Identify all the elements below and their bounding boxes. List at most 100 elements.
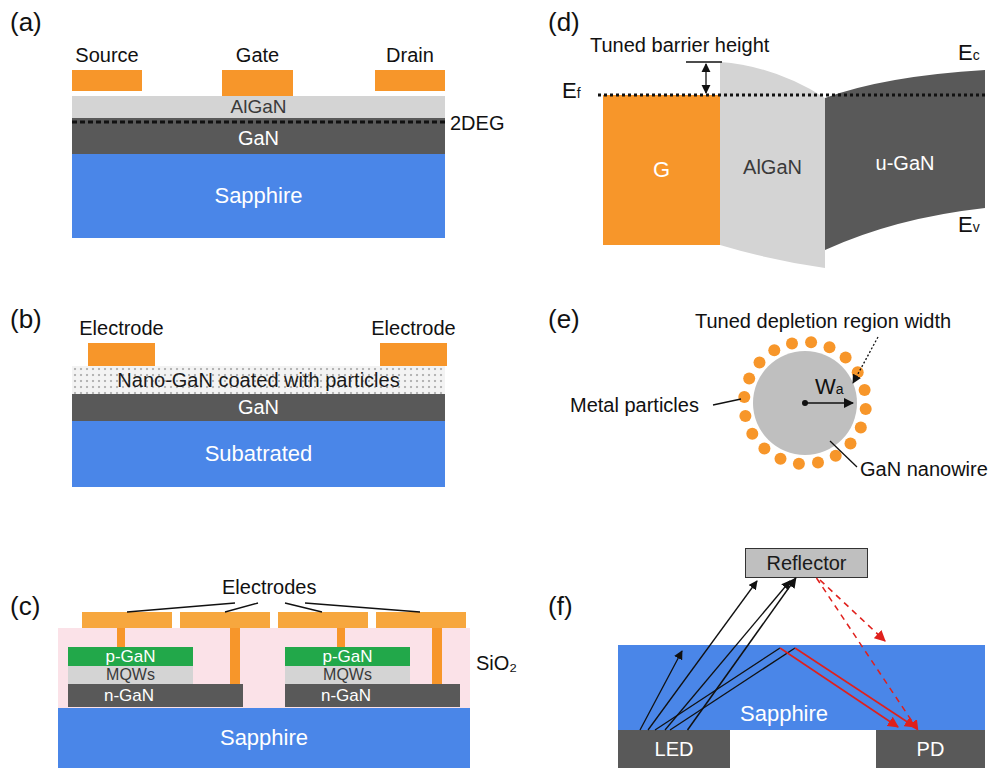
algan-band-shape bbox=[720, 62, 825, 268]
gan-nanowire bbox=[805, 402, 853, 404]
panel-label: (d) bbox=[548, 8, 580, 38]
leader-line bbox=[225, 603, 258, 612]
mqw-layer-text: MQWs bbox=[106, 666, 155, 684]
metal-particle bbox=[852, 366, 864, 378]
conduction-band-label: Ec bbox=[958, 40, 980, 65]
metal-particle bbox=[768, 344, 780, 356]
metal-particle bbox=[830, 450, 842, 462]
gan-nanowire bbox=[753, 351, 857, 455]
fermi-level bbox=[598, 94, 985, 97]
led-chip: LED bbox=[618, 730, 730, 768]
metal-particle bbox=[812, 457, 824, 469]
light-ray-connector bbox=[688, 578, 796, 730]
n-gan-layer: n-GaN bbox=[68, 684, 243, 707]
2deg-label: 2DEG bbox=[450, 112, 504, 135]
p-gan-layer: p-GaN bbox=[285, 647, 410, 666]
gate-metal-text: G bbox=[653, 157, 670, 182]
reflector-box: Reflector bbox=[745, 548, 868, 578]
metal-particle bbox=[793, 458, 805, 470]
photodetector-text: PD bbox=[917, 738, 945, 761]
via-contact bbox=[337, 628, 345, 647]
n-gan-layer-text: n-GaN bbox=[321, 686, 371, 706]
top-electrode bbox=[82, 612, 466, 628]
leader-line bbox=[127, 603, 235, 612]
metal-particle bbox=[855, 422, 867, 434]
electrodes-label: Electrodes bbox=[222, 576, 317, 599]
barrier-arrow bbox=[686, 61, 722, 62]
sio2-region bbox=[58, 628, 470, 708]
metal-particle bbox=[738, 391, 750, 403]
metal-particle bbox=[840, 352, 852, 364]
source-electrode-text: Source bbox=[75, 44, 138, 67]
fermi-level bbox=[598, 95, 985, 96]
algan-layer: AlGaN bbox=[72, 96, 445, 118]
light-ray bbox=[640, 651, 682, 730]
leader-line bbox=[830, 441, 857, 467]
2deg-line bbox=[72, 122, 446, 123]
top-electrode bbox=[82, 612, 172, 628]
panel-label: (f) bbox=[548, 592, 573, 622]
particles-label: Metal particles bbox=[570, 394, 699, 417]
photodetector: PD bbox=[876, 730, 985, 768]
leader-line bbox=[713, 337, 878, 467]
metal-particle bbox=[739, 410, 751, 422]
leader-line bbox=[713, 399, 741, 405]
panel-label: (b) bbox=[10, 305, 42, 335]
gan-layer: GaN bbox=[72, 118, 445, 154]
valence-band-label: Ev bbox=[958, 212, 980, 237]
metal-particle bbox=[805, 336, 817, 348]
electrode-text: Electrode bbox=[371, 317, 456, 340]
via-contact bbox=[432, 628, 442, 684]
algan-layer-text: AlGaN bbox=[231, 96, 287, 118]
top-electrode bbox=[376, 612, 466, 628]
mqw-layer: MQWs bbox=[285, 666, 410, 684]
reflected-ray bbox=[795, 648, 915, 727]
width-label: Wa bbox=[815, 374, 844, 399]
n-gan-layer-text: n-GaN bbox=[104, 686, 154, 706]
nano-gan-layer: Nano-GaN coated with particles bbox=[72, 366, 445, 394]
mqw-layer: MQWs bbox=[68, 666, 193, 684]
barrier-label: Tuned barrier height bbox=[590, 34, 769, 57]
panel-label: (c) bbox=[10, 592, 40, 622]
sio2-label: SiO₂ bbox=[476, 652, 517, 675]
substrate-text: Subatrated bbox=[205, 441, 313, 466]
electrode: Electrode bbox=[380, 343, 447, 366]
top-electrode bbox=[278, 612, 368, 628]
leader-line bbox=[853, 337, 878, 383]
metal-particle bbox=[845, 438, 857, 450]
substrate: Subatrated bbox=[72, 421, 445, 487]
algan-band-text: AlGaN bbox=[743, 156, 802, 179]
reflected-ray bbox=[820, 580, 885, 641]
sapphire-substrate-text: Sapphire bbox=[740, 701, 828, 726]
metal-particle bbox=[746, 428, 758, 440]
source-electrode: Source bbox=[72, 70, 142, 91]
gate-electrode-text: Gate bbox=[236, 44, 279, 67]
reflected-ray-connector bbox=[817, 578, 918, 730]
metal-particle bbox=[859, 384, 871, 396]
2deg-line bbox=[72, 121, 446, 124]
gate-electrode: Gate bbox=[222, 70, 293, 96]
via-contact bbox=[117, 628, 125, 647]
p-gan-layer-text: p-GaN bbox=[322, 647, 372, 667]
nano-gan-layer-text: Nano-GaN coated with particles bbox=[117, 369, 399, 392]
top-electrode bbox=[180, 612, 270, 628]
light-ray bbox=[648, 581, 757, 730]
gan-layer: GaN bbox=[72, 394, 445, 421]
reflector-box-text: Reflector bbox=[766, 552, 846, 575]
nanowire-label: GaN nanowire bbox=[860, 458, 988, 481]
light-ray bbox=[665, 581, 790, 730]
fermi-label: Ef bbox=[562, 78, 581, 103]
barrier-arrow bbox=[705, 64, 706, 93]
algan-band: AlGaN bbox=[720, 60, 825, 275]
sapphire-substrate-text: Sapphire bbox=[214, 183, 302, 208]
via-contact bbox=[230, 628, 240, 684]
p-gan-layer: p-GaN bbox=[68, 647, 193, 666]
metal-particle bbox=[743, 373, 755, 385]
metal-particle bbox=[775, 453, 787, 465]
metal-particle bbox=[738, 336, 871, 469]
electrode-text: Electrode bbox=[79, 317, 164, 340]
u-gan-band-text: u-GaN bbox=[876, 152, 935, 175]
barrier-arrow bbox=[686, 62, 722, 93]
p-gan-layer-text: p-GaN bbox=[105, 647, 155, 667]
sapphire-substrate-text: Sapphire bbox=[220, 725, 308, 750]
